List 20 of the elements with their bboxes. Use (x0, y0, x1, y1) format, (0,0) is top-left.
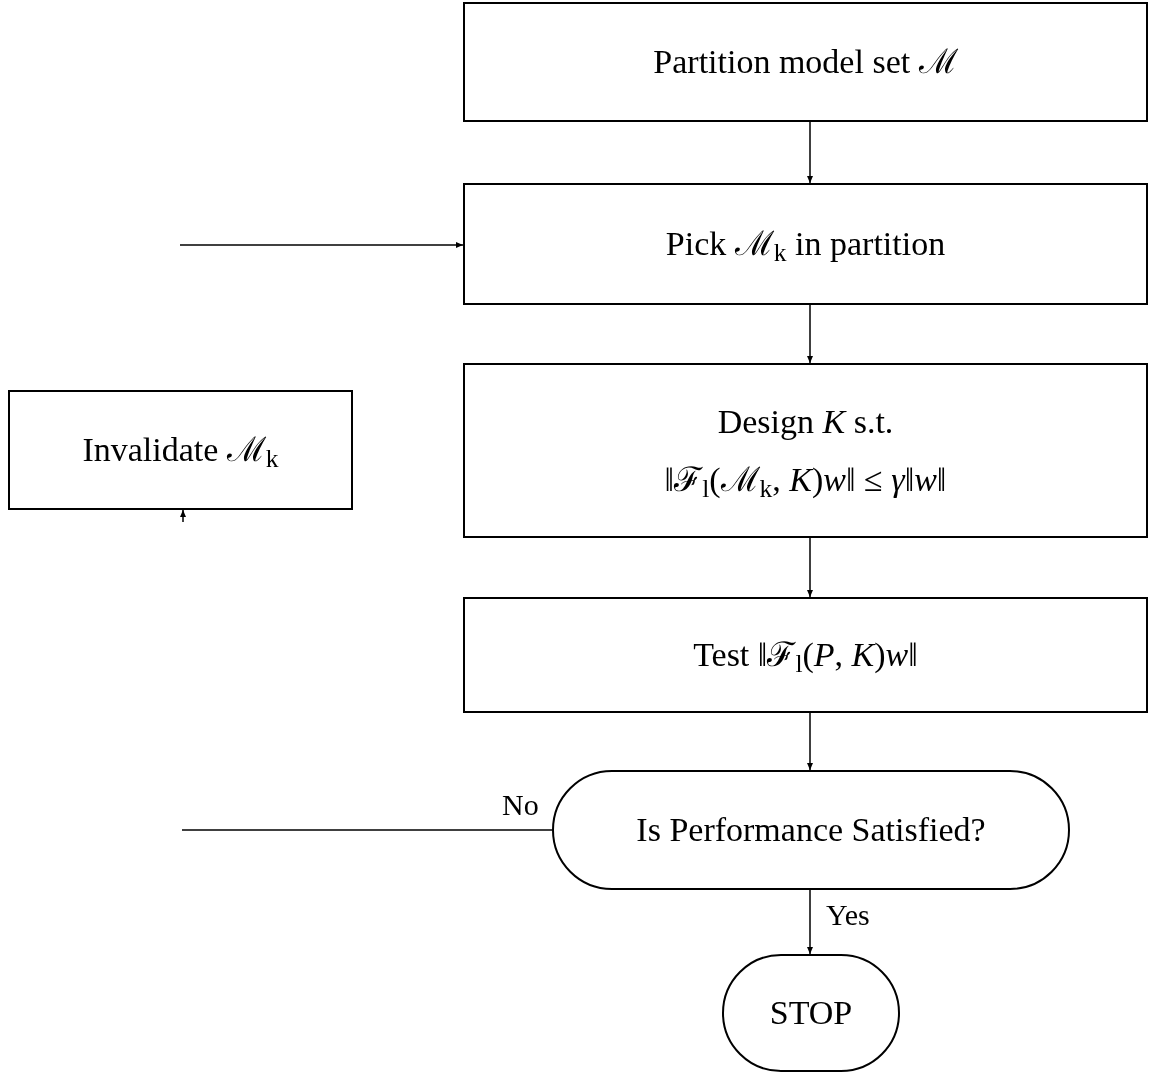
node-text: Is Performance Satisfied? (636, 813, 986, 847)
arrow (807, 121, 813, 184)
node-text: Design K s.t. (717, 404, 894, 439)
arrow (807, 537, 813, 598)
process-box (463, 2, 1148, 122)
arrow (807, 889, 813, 955)
node-text: ‖ℱ$_{l}$(ℳ$_{k}$, K)w‖ ≤ γ‖w‖ (664, 462, 947, 497)
node-text: Partition model set ℳ (653, 45, 958, 79)
arrow (179, 242, 464, 248)
process-box (463, 183, 1148, 305)
process-box (463, 597, 1148, 713)
arrow (807, 304, 813, 364)
arrow (180, 509, 186, 523)
process-box (8, 390, 353, 510)
node-text: Invalidate ℳ$_{k}$ (82, 433, 279, 467)
process-box (463, 363, 1148, 538)
node-text: Pick ℳ$_{k}$ in partition (665, 227, 946, 261)
node-text: Test ‖ℱ$_{l}$(P, K)w‖ (693, 638, 918, 672)
node-text: STOP (769, 996, 853, 1030)
arrow (807, 712, 813, 771)
